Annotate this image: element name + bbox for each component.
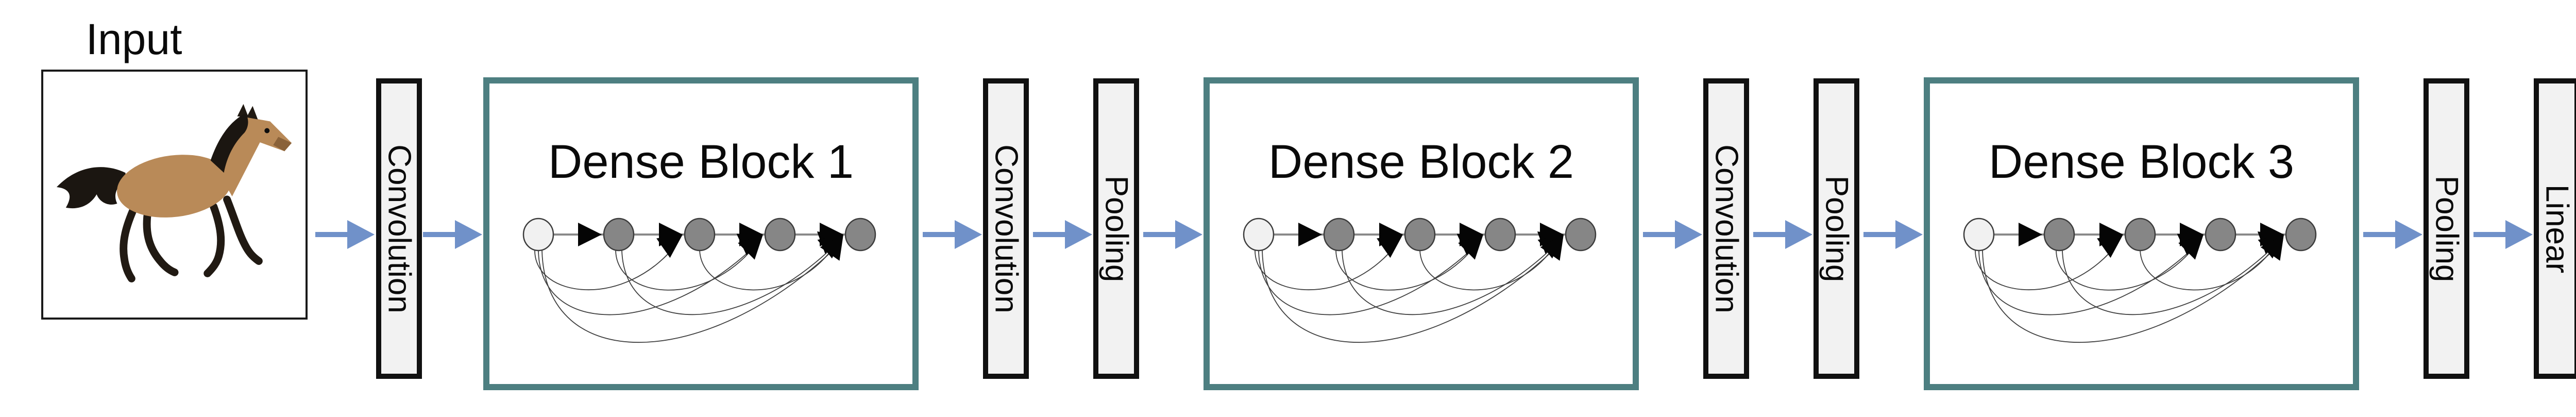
- dense-block-3: Dense Block 3: [1924, 77, 2359, 390]
- arrow-head: [1175, 220, 1202, 249]
- layer-box-convolution-2: Convolution: [983, 78, 1029, 379]
- layer-box-pooling-2: Pooling: [1814, 78, 1859, 379]
- flow-arrow-icon: [1143, 220, 1202, 249]
- dense-block-title: Dense Block 3: [1988, 136, 2295, 188]
- dense-block-title: Dense Block 2: [1268, 136, 1574, 188]
- dense-block-1: Dense Block 1: [483, 77, 919, 390]
- layer-label: Convolution: [1708, 144, 1744, 313]
- flow-arrow-icon: [2473, 220, 2533, 249]
- flow-arrow-icon: [923, 220, 982, 249]
- arrow-head: [1895, 220, 1923, 249]
- arrow-shaft: [1033, 232, 1066, 237]
- layer-label: Pooling: [1098, 175, 1134, 282]
- layer-label: Pooling: [2429, 175, 2464, 282]
- flow-arrow-icon: [315, 220, 375, 249]
- dense-connectivity-graph: [522, 218, 876, 343]
- input-image-frame: [41, 70, 308, 320]
- layer-box-pooling-3: Pooling: [2424, 78, 2469, 379]
- arrow-head: [347, 220, 375, 249]
- arrow-shaft: [315, 232, 348, 237]
- arrow-head: [1675, 220, 1702, 249]
- dense-block-title: Dense Block 1: [548, 136, 854, 188]
- flow-arrow-icon: [423, 220, 482, 249]
- dense-connectivity-graph: [1243, 218, 1597, 343]
- horse-photo-icon: [56, 104, 292, 282]
- arrow-shaft: [2473, 232, 2506, 237]
- arrow-head: [1065, 220, 1092, 249]
- dense-graph: [1210, 84, 1633, 384]
- dense-graph: [489, 84, 912, 384]
- arrow-head: [455, 220, 482, 249]
- arrow-shaft: [423, 232, 456, 237]
- dense-connectivity-graph: [1963, 218, 2317, 343]
- flow-arrow-icon: [1643, 220, 1702, 249]
- horse-legs: [120, 195, 263, 282]
- flow-arrow-icon: [2363, 220, 2422, 249]
- arrow-shaft: [923, 232, 956, 237]
- dense-graph: [1930, 84, 2353, 384]
- horse-eye: [264, 128, 270, 134]
- arrow-head: [2505, 220, 2533, 249]
- layer-label: Linear: [2539, 184, 2574, 273]
- arrow-shaft: [1143, 232, 1176, 237]
- layer-box-pooling-1: Pooling: [1093, 78, 1139, 379]
- layer-label: Convolution: [988, 144, 1024, 313]
- layer-label: Convolution: [381, 144, 417, 313]
- input-label: Input: [86, 15, 182, 63]
- arrow-shaft: [1643, 232, 1676, 237]
- dense-block-2: Dense Block 2: [1204, 77, 1639, 390]
- layer-box-convolution-1: Convolution: [376, 78, 422, 379]
- arrow-shaft: [1753, 232, 1786, 237]
- arrow-head: [2395, 220, 2422, 249]
- arrow-head: [1785, 220, 1812, 249]
- layer-label: Pooling: [1819, 175, 1854, 282]
- flow-arrow-icon: [1033, 220, 1092, 249]
- arrow-head: [955, 220, 982, 249]
- arrow-shaft: [1863, 232, 1896, 237]
- flow-arrow-icon: [1753, 220, 1812, 249]
- layer-box-convolution-3: Convolution: [1703, 78, 1749, 379]
- layer-box-linear: Linear: [2534, 78, 2576, 379]
- flow-arrow-icon: [1863, 220, 1923, 249]
- horse-tail: [56, 167, 127, 209]
- horse-body: [117, 104, 292, 218]
- arrow-shaft: [2363, 232, 2396, 237]
